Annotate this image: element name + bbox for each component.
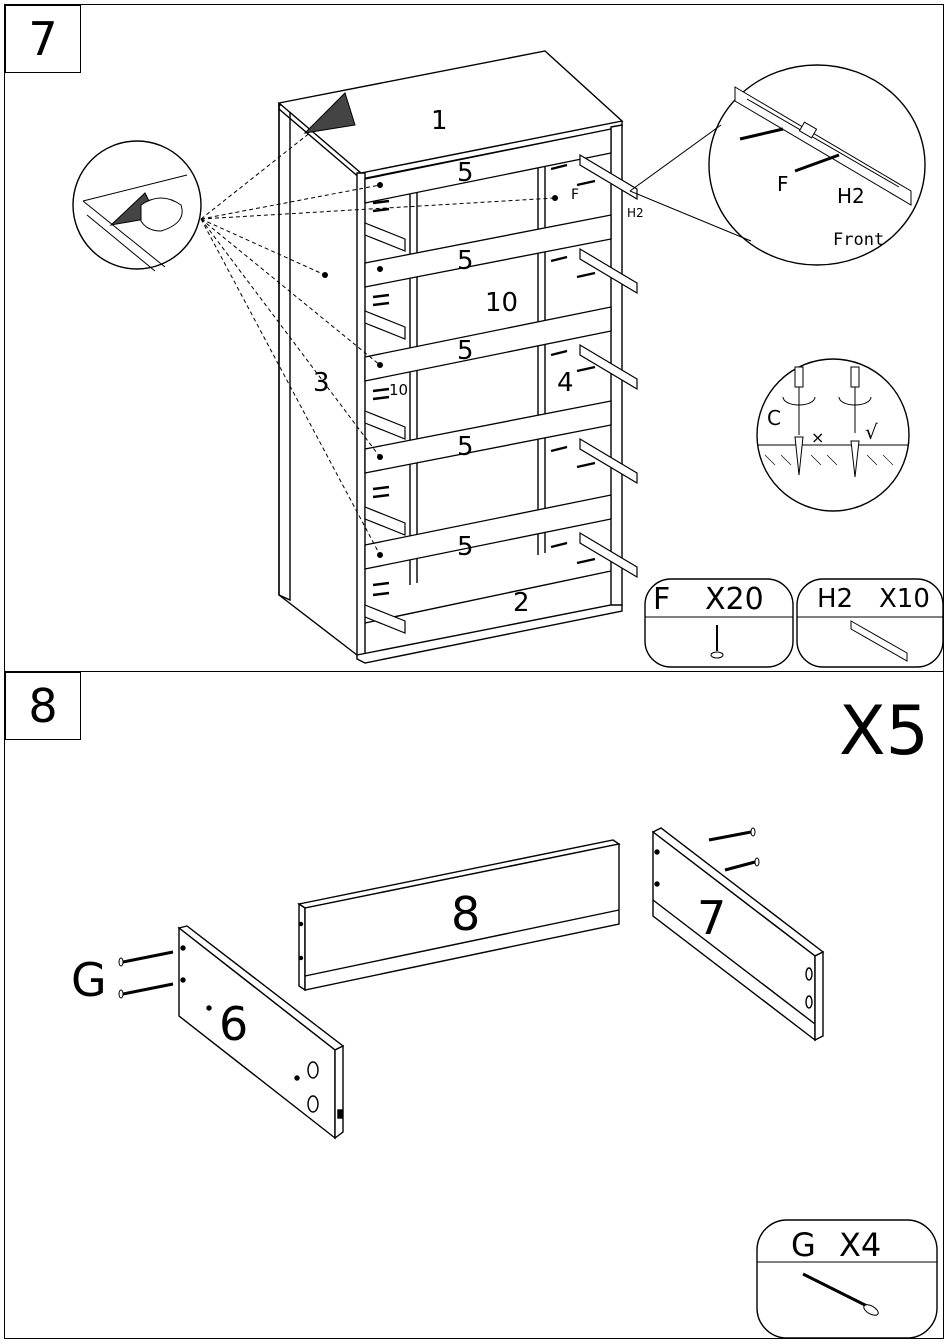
- label-right-side: 7: [697, 891, 726, 945]
- detail-rail-label: H2: [837, 184, 865, 208]
- multiplier: X5: [839, 692, 929, 771]
- drawer-assembly-diagram: X5 8 6 7 G G X4: [5, 672, 945, 1340]
- label-back: 8: [451, 887, 480, 941]
- torque-label: C: [767, 406, 781, 430]
- torque-right: √: [865, 420, 878, 444]
- part-qty-g: X4: [839, 1226, 881, 1264]
- step-8-panel: 8: [4, 671, 944, 1339]
- label-rail-1: 5: [457, 158, 474, 188]
- cabinet-assembly-diagram: 1 2 3 4 5 5 5 5 5 10 10 F H2 F H2 Front …: [5, 5, 945, 673]
- part-code-g: G: [791, 1226, 816, 1264]
- label-top: 1: [431, 106, 448, 136]
- part-code-h2: H2: [817, 584, 853, 614]
- glue-detail-circle: [73, 141, 201, 271]
- label-screw-f: F: [571, 187, 579, 203]
- label-screw-g: G: [71, 953, 107, 1007]
- part-qty-f: X20: [705, 582, 764, 617]
- torque-hint-circle: [757, 359, 909, 511]
- detail-caption: Front: [833, 230, 884, 250]
- label-rail-4: 5: [457, 432, 474, 462]
- label-rail-5: 5: [457, 532, 474, 562]
- label-divider-small: 10: [389, 381, 408, 399]
- label-rail-2: 5: [457, 246, 474, 276]
- label-side-left: 3: [313, 368, 330, 398]
- step-7-panel: 7: [4, 4, 944, 672]
- part-qty-h2: X10: [879, 584, 930, 614]
- label-divider: 10: [485, 288, 518, 318]
- board-right: [653, 828, 823, 1040]
- detail-screw-label: F: [777, 172, 789, 196]
- torque-wrong: ×: [811, 428, 824, 447]
- label-rail-3: 5: [457, 336, 474, 366]
- label-left-side: 6: [219, 997, 248, 1051]
- part-code-f: F: [653, 582, 670, 617]
- label-rail-h2: H2: [627, 206, 644, 220]
- label-side-right: 4: [557, 368, 574, 398]
- label-bottom: 2: [513, 588, 530, 618]
